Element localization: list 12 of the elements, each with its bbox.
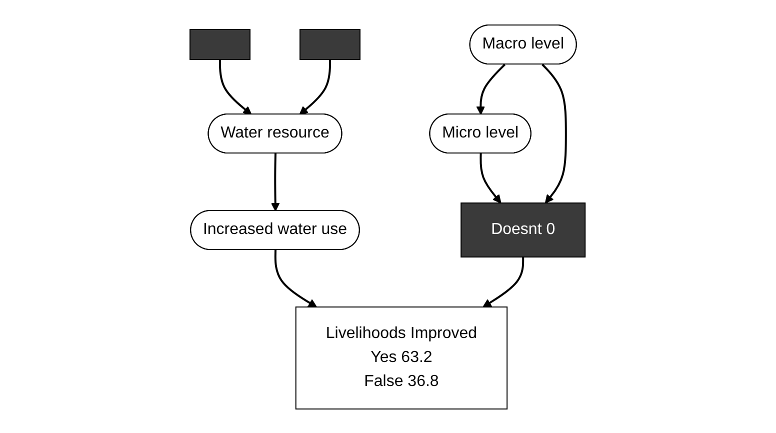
arrow <box>542 63 568 203</box>
node-box: Livelihoods Improved Yes 63.2 False 36.8 <box>296 306 508 409</box>
arrow <box>483 256 525 307</box>
node-box <box>190 28 251 60</box>
arrow <box>480 152 502 203</box>
arrow <box>219 59 252 114</box>
arrow <box>300 59 332 114</box>
node-box: Doesnt 0 <box>461 202 586 257</box>
node-box <box>300 28 361 60</box>
arrow <box>271 152 280 211</box>
arrow <box>274 249 318 307</box>
arrow <box>476 63 506 114</box>
